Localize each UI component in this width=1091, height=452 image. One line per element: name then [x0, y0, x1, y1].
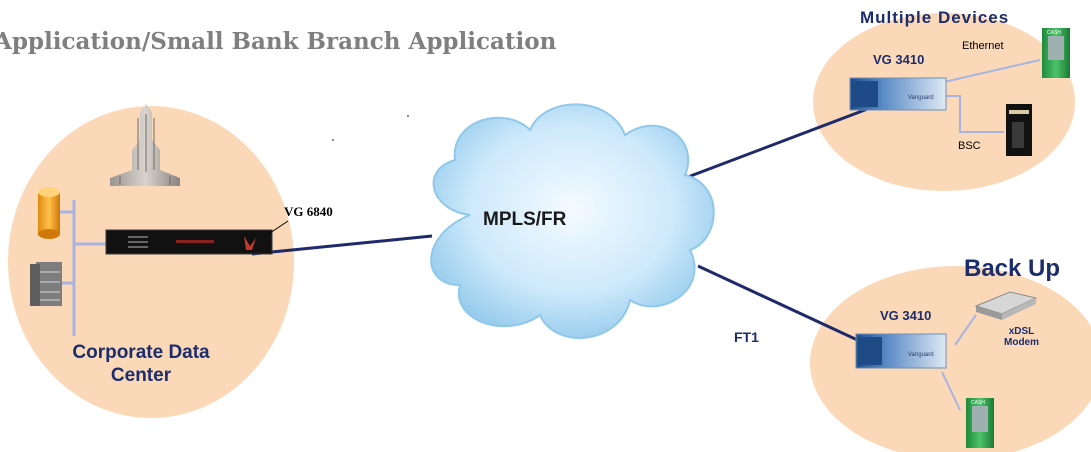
modem-label: xDSL Modem: [1004, 326, 1039, 348]
server-rack-icon: [30, 262, 62, 306]
link-cloud-to-multiple-devices: [679, 103, 879, 182]
link-cloud-to-backup: [697, 264, 867, 346]
svg-text:CASH: CASH: [1047, 30, 1061, 36]
atm-machine-icon-backup: CASH: [966, 398, 994, 448]
link-corporate-to-cloud: [251, 234, 433, 256]
page-title: Application/Small Bank Branch Applicatio…: [0, 28, 557, 55]
mpls-cloud: [430, 103, 715, 339]
bsc-tower-icon: [1006, 104, 1032, 156]
cloud-label: MPLS/FR: [483, 209, 567, 230]
multiple-devices-lan-lines: [943, 59, 1041, 133]
vg3410-label-multiple: VG 3410: [873, 52, 925, 67]
backup-site-ellipse: [810, 266, 1091, 452]
svg-text:Vanguard: Vanguard: [908, 352, 934, 358]
office-building-icon: [110, 104, 180, 186]
vg3410-router-icon-multiple: Vanguard: [849, 77, 947, 111]
modem-label-line2: Modem: [1004, 337, 1039, 348]
corporate-label-line2: Center: [110, 365, 172, 386]
vg3410-label-backup: VG 3410: [880, 308, 932, 323]
modem-label-line1: xDSL: [1008, 326, 1035, 337]
ethernet-label: Ethernet: [962, 40, 1004, 52]
modem-icon: [974, 291, 1038, 320]
vg6840-router-icon: [105, 229, 273, 255]
corporate-site-ellipse: [8, 106, 294, 418]
bsc-label: BSC: [958, 140, 981, 152]
corporate-site-label: Corporate Data Center: [50, 341, 232, 387]
ft1-link-label: FT1: [734, 329, 759, 345]
backup-lan-lines: [941, 314, 977, 411]
backup-heading: Back Up: [964, 255, 1061, 282]
stray-dot: [407, 115, 409, 117]
multiple-devices-heading: Multiple Devices: [860, 8, 1010, 27]
vg6840-callout-line: [269, 220, 289, 234]
svg-text:CASH: CASH: [971, 400, 985, 406]
corporate-label-line1: Corporate Data: [72, 342, 210, 363]
vg3410-router-icon-backup: Vanguard: [855, 333, 947, 369]
database-cylinder-icon: [38, 187, 60, 239]
atm-machine-icon-multiple: CASH: [1042, 28, 1070, 78]
svg-text:Vanguard: Vanguard: [908, 95, 934, 101]
vg6840-label: VG 6840: [284, 204, 333, 219]
stray-dot: [332, 139, 334, 141]
